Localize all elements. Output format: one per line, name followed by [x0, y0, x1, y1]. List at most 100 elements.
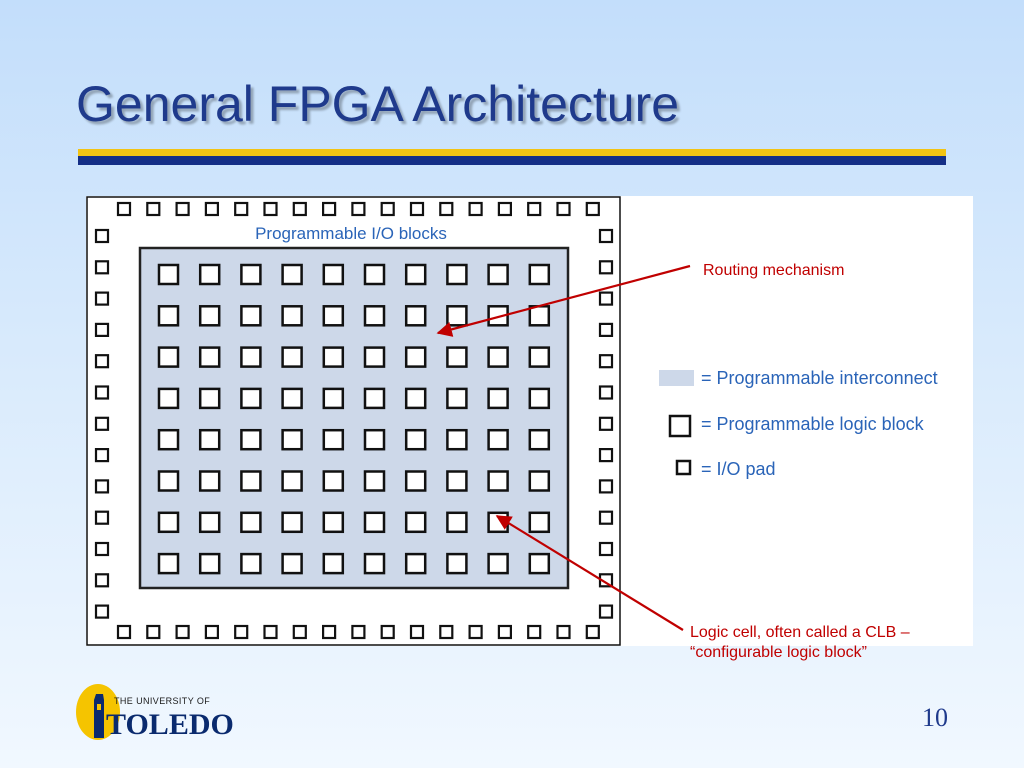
io-pad [497, 624, 512, 640]
logic-block [240, 511, 262, 534]
io-pad [409, 201, 425, 217]
io-pad [94, 604, 110, 619]
io-pad [94, 479, 110, 494]
routing-mechanism-note: Routing mechanism [703, 262, 845, 279]
logic-block [446, 511, 468, 534]
io-pad [116, 201, 132, 217]
logic-block [363, 387, 386, 410]
logic-block [363, 552, 386, 575]
logo-tower-window [97, 704, 101, 710]
io-blocks-label: Programmable I/O blocks [255, 224, 447, 243]
logic-block [198, 511, 221, 534]
io-pad [94, 541, 110, 557]
io-pad [175, 624, 190, 640]
university-logo: THE UNIVERSITY OF TOLEDO [76, 684, 234, 741]
logic-block [528, 387, 551, 410]
chip-outline [86, 196, 621, 646]
io-pad [585, 201, 600, 217]
logic-block [363, 470, 386, 492]
io-pad [497, 201, 512, 217]
io-pad [439, 624, 454, 640]
logic-block [404, 305, 427, 327]
logic-block [528, 263, 551, 286]
legend-io-pad-text: = I/O pad [701, 459, 776, 479]
logic-block [528, 428, 551, 451]
interconnect-region [138, 246, 570, 590]
io-pad [351, 201, 366, 217]
logic-cell-note: Logic cell, often called a CLB – “config… [690, 623, 910, 663]
logic-block [198, 305, 221, 327]
logic-block [487, 387, 509, 410]
io-pad [598, 291, 614, 306]
io-pad [598, 385, 614, 400]
logic-block [487, 552, 509, 575]
logic-block [528, 470, 551, 492]
io-pad [175, 201, 190, 217]
io-pad [146, 624, 161, 640]
logic-block [404, 428, 427, 451]
logic-block [404, 346, 427, 368]
io-pad [292, 201, 307, 217]
logic-block [528, 305, 551, 327]
io-pad [94, 322, 110, 337]
logic-block [322, 305, 345, 327]
logic-block [446, 387, 468, 410]
io-pad [468, 201, 483, 217]
logic-block [446, 428, 468, 451]
logic-block [240, 387, 262, 410]
io-pad [556, 624, 571, 640]
io-pad [598, 228, 614, 244]
logic-block [322, 263, 345, 286]
logic-block [240, 470, 262, 492]
io-pad [234, 624, 249, 640]
io-pad [409, 624, 425, 640]
logic-block [157, 511, 180, 534]
logic-block [240, 428, 262, 451]
logic-block [157, 346, 180, 368]
io-pad [598, 416, 614, 431]
logo-big-text: TOLEDO [106, 708, 234, 741]
io-pad [598, 354, 614, 369]
logic-block [240, 263, 262, 286]
logic-block [322, 470, 345, 492]
logic-block [198, 470, 221, 492]
io-pad [527, 624, 542, 640]
io-pad [598, 510, 614, 525]
io-pad [263, 201, 278, 217]
io-pad [94, 448, 110, 463]
title-rule-blue [78, 156, 946, 165]
io-pad [94, 416, 110, 431]
logic-block [322, 511, 345, 534]
io-pad [146, 201, 161, 217]
logic-block [404, 552, 427, 575]
logic-block [157, 305, 180, 327]
logic-cell-note-line-2: “configurable logic block” [690, 644, 867, 661]
logic-block [487, 428, 509, 451]
io-pad [598, 322, 614, 337]
io-pad [322, 201, 337, 217]
logic-block [487, 346, 509, 368]
logic-block [281, 387, 303, 410]
io-pad [292, 624, 307, 640]
legend-logic-block-text: = Programmable logic block [701, 414, 925, 434]
legend-interconnect-swatch [659, 370, 694, 386]
io-pad [585, 624, 600, 640]
logic-block [363, 263, 386, 286]
logic-block [281, 511, 303, 534]
logic-block [446, 470, 468, 492]
io-pad [94, 510, 110, 525]
io-pad [556, 201, 571, 217]
legend-logic-block-swatch [668, 414, 692, 438]
logic-block [281, 552, 303, 575]
io-pad [94, 291, 110, 306]
io-pad [94, 573, 110, 588]
io-pad [598, 479, 614, 494]
io-pad [204, 624, 219, 640]
logic-block [363, 511, 386, 534]
title-rule-gold [78, 149, 946, 156]
logic-block [281, 305, 303, 327]
logic-block [487, 305, 509, 327]
io-pad [94, 385, 110, 400]
io-pad [598, 260, 614, 275]
io-pad [468, 624, 483, 640]
